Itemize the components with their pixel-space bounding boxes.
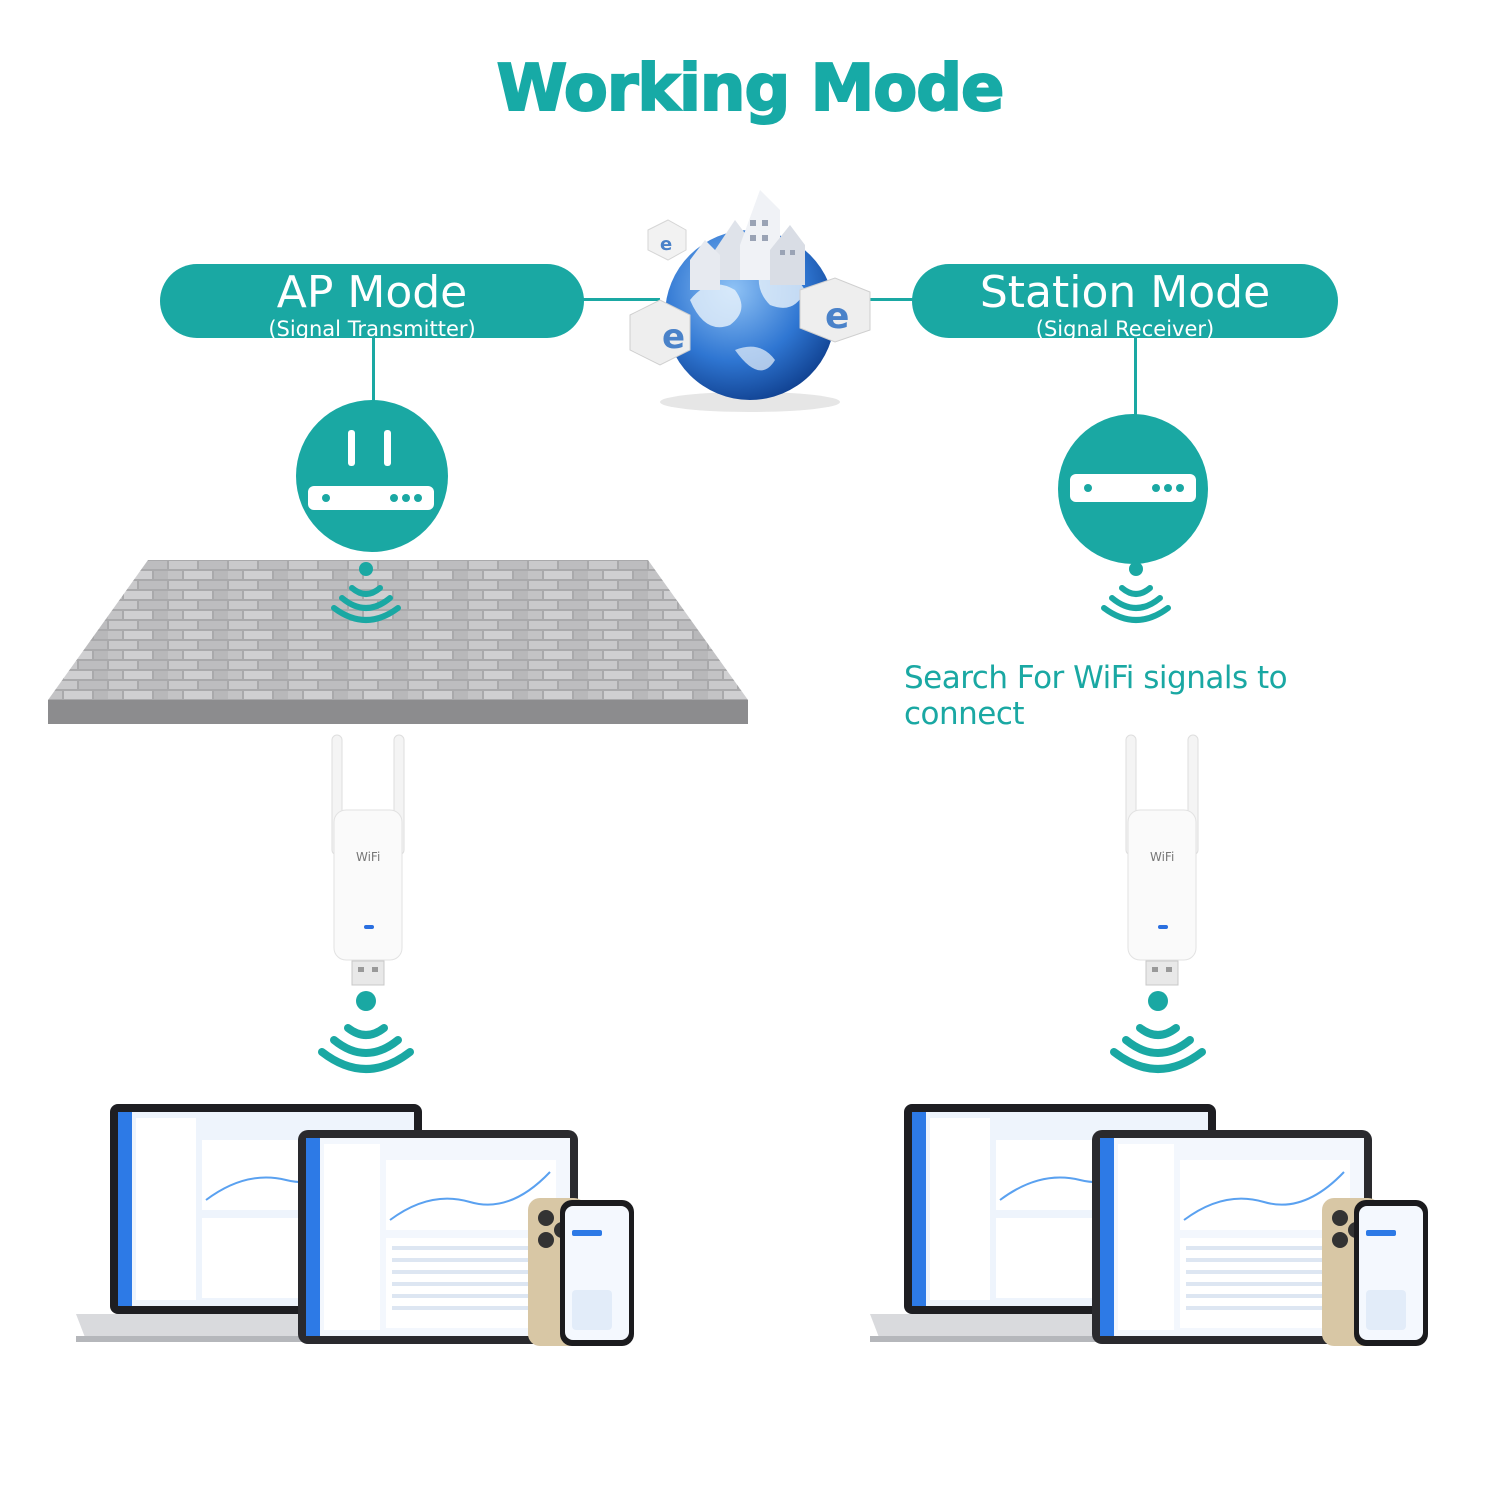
wifi-signal-icon: [331, 562, 401, 623]
station-caption: Search For WiFi signals to connect: [904, 660, 1288, 732]
devices-group-right: [870, 1104, 1428, 1346]
adapter-wifi-text: WiFi: [356, 850, 381, 864]
svg-text:e: e: [660, 234, 672, 255]
ap-mode-pill: AP Mode (Signal Transmitter): [160, 264, 584, 341]
usb-wifi-adapter-left: WiFi: [330, 734, 406, 986]
globe-icon: e e e: [629, 190, 871, 412]
page-title: Working Mode: [496, 51, 1006, 127]
station-mode-label: Station Mode: [979, 267, 1271, 318]
station-mode-pill: Station Mode (Signal Receiver): [912, 264, 1338, 341]
devices-group-left: [76, 1104, 634, 1346]
connector-right: [860, 298, 916, 301]
wifi-signal-icon: [1110, 991, 1206, 1073]
router-flat-icon: [1070, 474, 1196, 502]
smartphone: [528, 1198, 634, 1346]
svg-text:e: e: [825, 296, 849, 337]
brick-wall: [48, 560, 748, 724]
ap-mode-label: AP Mode: [276, 267, 468, 318]
connector-station-vertical: [1134, 336, 1137, 418]
smartphone: [1322, 1198, 1428, 1346]
station-mode-sublabel: (Signal Receiver): [1035, 317, 1215, 341]
connector-ap-vertical: [372, 336, 375, 414]
ap-mode-sublabel: (Signal Transmitter): [268, 317, 476, 341]
tablet: [298, 1130, 578, 1344]
connector-left: [580, 298, 660, 301]
router-antenna-icon: [308, 430, 434, 510]
svg-text:e: e: [662, 317, 685, 357]
wifi-signal-icon: [318, 991, 414, 1073]
wifi-signal-icon: [1101, 562, 1171, 623]
ap-router-circle: [296, 400, 448, 552]
station-router-circle: [1058, 414, 1208, 564]
tablet: [1092, 1130, 1372, 1344]
adapter-wifi-text: WiFi: [1150, 850, 1175, 864]
usb-wifi-adapter-right: WiFi: [1124, 734, 1200, 986]
